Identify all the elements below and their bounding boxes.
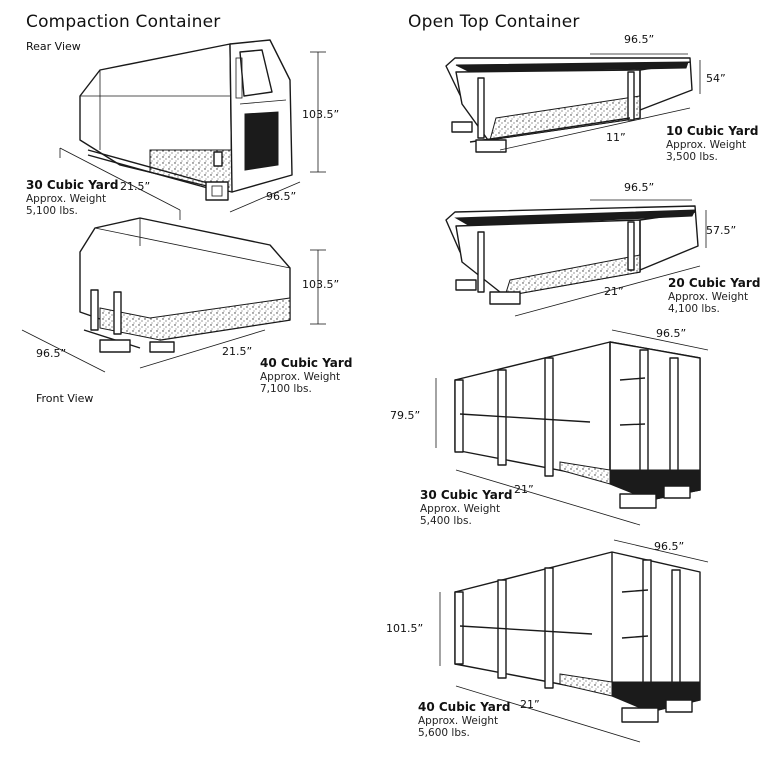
front-view-label: Front View [36,392,94,405]
open-top-40yd-height: 101.5” [386,622,424,635]
compaction-40yd-width: 96.5” [36,347,67,360]
open-top-20yd-weight: 4,100 lbs. [668,303,720,315]
compaction-40yd-drawing [21,217,326,373]
compaction-30yd-drawing [59,39,326,220]
open-top-40yd-width: 96.5” [654,540,685,553]
compaction-30yd-width: 96.5” [266,190,297,203]
open-top-40yd-caption: 40 Cubic Yard Approx. Weight 5,600 lbs. [418,700,510,739]
open-top-10yd-weight-label: Approx. Weight [666,139,747,151]
open-top-20yd-weight-label: Approx. Weight [668,291,749,303]
compaction-40yd-weight-label: Approx. Weight [260,371,341,383]
compaction-30yd-name: 30 Cubic Yard [26,178,119,192]
rear-view-label: Rear View [26,40,81,53]
compaction-40yd-caption: 40 Cubic Yard Approx. Weight 7,100 lbs. [260,356,352,395]
open-top-40yd-length: 21” [520,698,540,711]
open-top-section-title: Open Top Container [408,12,580,32]
compaction-40yd-weight: 7,100 lbs. [260,383,312,395]
compaction-30yd-weight: 5,100 lbs. [26,205,78,217]
open-top-10yd-name: 10 Cubic Yard [666,124,759,138]
open-top-30yd-drawing [435,329,709,526]
open-top-10yd-drawing [445,53,701,153]
open-top-20yd-drawing [445,199,707,317]
compaction-30yd-length: 21.5” [120,180,151,193]
open-top-20yd-caption: 20 Cubic Yard Approx. Weight 4,100 lbs. [668,276,760,315]
open-top-30yd-length: 21” [514,483,534,496]
open-top-40yd-name: 40 Cubic Yard [418,700,511,714]
open-top-40yd-weight: 5,600 lbs. [418,727,470,739]
open-top-30yd-weight-label: Approx. Weight [420,503,501,515]
open-top-30yd-width: 96.5” [656,327,687,340]
open-top-10yd-length: 11” [606,131,626,144]
compaction-40yd-name: 40 Cubic Yard [260,356,353,370]
open-top-30yd-name: 30 Cubic Yard [420,488,513,502]
open-top-40yd-drawing [439,539,709,743]
open-top-30yd-height: 79.5” [390,409,421,422]
open-top-20yd-length: 21” [604,285,624,298]
open-top-10yd-weight: 3,500 lbs. [666,151,718,163]
open-top-10yd-caption: 10 Cubic Yard Approx. Weight 3,500 lbs. [666,124,758,163]
open-top-20yd-width: 96.5” [624,181,655,194]
open-top-10yd-width: 96.5” [624,33,655,46]
open-top-30yd-caption: 30 Cubic Yard Approx. Weight 5,400 lbs. [420,488,512,527]
compaction-30yd-height: 103.5” [302,108,340,121]
compaction-30yd-weight-label: Approx. Weight [26,193,107,205]
open-top-20yd-height: 57.5” [706,224,737,237]
open-top-30yd-weight: 5,400 lbs. [420,515,472,527]
open-top-40yd-weight-label: Approx. Weight [418,715,499,727]
compaction-section-title: Compaction Container [26,12,221,32]
open-top-10yd-height: 54” [706,72,726,85]
compaction-40yd-height: 103.5” [302,278,340,291]
compaction-40yd-length: 21.5” [222,345,253,358]
open-top-20yd-name: 20 Cubic Yard [668,276,761,290]
compaction-30yd-caption: 30 Cubic Yard Approx. Weight 5,100 lbs. [26,178,118,217]
